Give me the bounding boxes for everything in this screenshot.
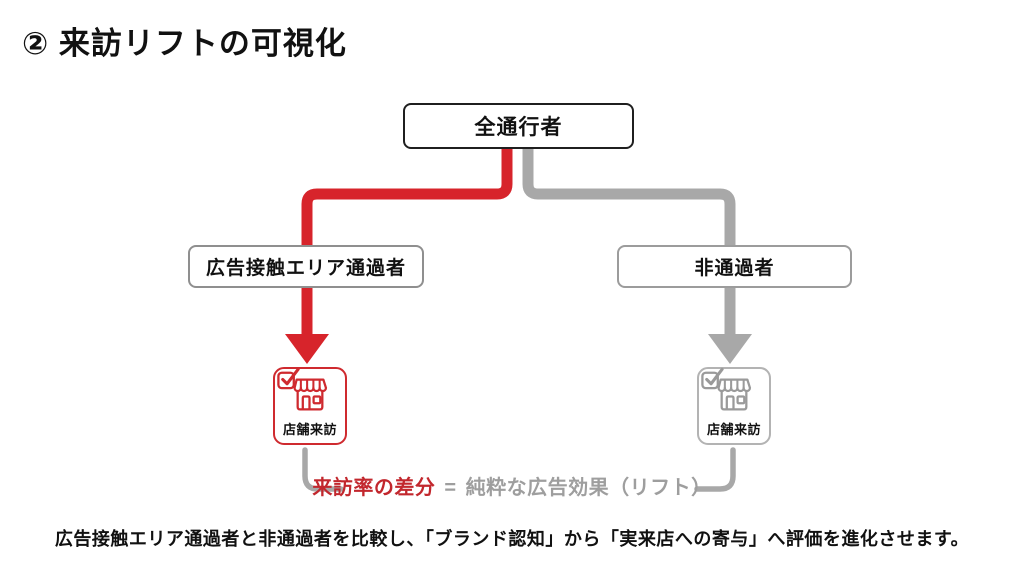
node-non-passersby-label: 非通過者 [694,258,775,279]
storefront-icon [717,378,752,411]
gray-down-arrow-icon [708,334,752,364]
equals-sign: = [444,477,457,499]
page-title: ② 来訪リフトの可視化 [22,26,347,61]
node-ad-area-passersby: 広告接触エリア通過者 [188,245,424,288]
footer-note: 広告接触エリア通過者と非通過者を比較し、「ブランド認知」から「実来店への寄与」へ… [54,529,970,549]
store-visit-label: 店舗来訪 [706,422,761,437]
store-visit-label: 店舗来訪 [282,422,337,437]
right-bracket-line [694,447,736,492]
node-all-passersby-label: 全通行者 [474,116,563,139]
lift-formula: 来訪率の差分 = 純粋な広告効果（リフト） [0,471,1024,500]
pure-ad-effect-label: 純粋な広告効果（リフト） [465,477,712,499]
checkbox-checked-icon [701,367,724,390]
storefront-icon [293,378,328,411]
node-all-passersby: 全通行者 [403,103,634,149]
node-ad-area-passersby-label: 広告接触エリア通過者 [205,258,406,279]
gray-branch-line [522,149,736,336]
checkbox-checked-icon [277,367,300,390]
node-non-passersby: 非通過者 [617,245,852,288]
store-visit-card-exposed: 店舗来訪 [273,367,347,445]
store-visit-card-control: 店舗来訪 [697,367,771,445]
red-down-arrow-icon [285,334,329,364]
visit-rate-diff-label: 来訪率の差分 [312,477,436,499]
left-bracket-line [302,447,344,492]
red-branch-line [301,149,513,336]
